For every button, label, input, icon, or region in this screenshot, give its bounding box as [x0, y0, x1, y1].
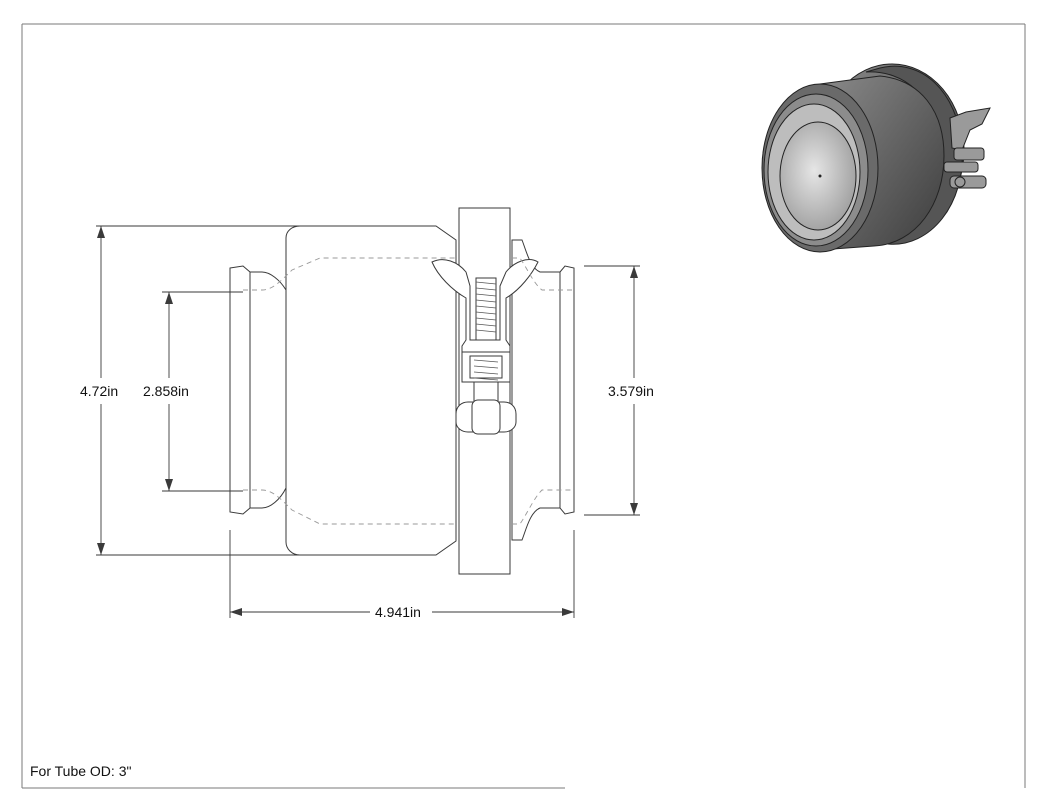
sheet-border	[21, 23, 1026, 789]
wing-nut	[431, 259, 539, 353]
dim-overall-length: 4.941in	[375, 604, 421, 620]
thread-lines	[473, 281, 499, 381]
left-flange	[229, 265, 251, 515]
front-view	[229, 207, 575, 575]
hidden-lines	[243, 257, 574, 525]
dimension-arrows	[97, 226, 638, 616]
dimension-lines	[96, 225, 640, 618]
dim-inner-bore: 2.858in	[143, 383, 189, 399]
left-neck	[249, 271, 287, 509]
tube-od-note: For Tube OD: 3"	[30, 763, 131, 779]
iso-disc-face	[779, 121, 857, 231]
dim-overall-height: 4.72in	[80, 383, 118, 399]
valve-body	[285, 225, 457, 556]
dim-flange-height: 3.579in	[608, 383, 654, 399]
right-flange	[559, 265, 575, 515]
iso-clamp-hardware	[943, 107, 991, 189]
isometric-view	[761, 63, 991, 253]
